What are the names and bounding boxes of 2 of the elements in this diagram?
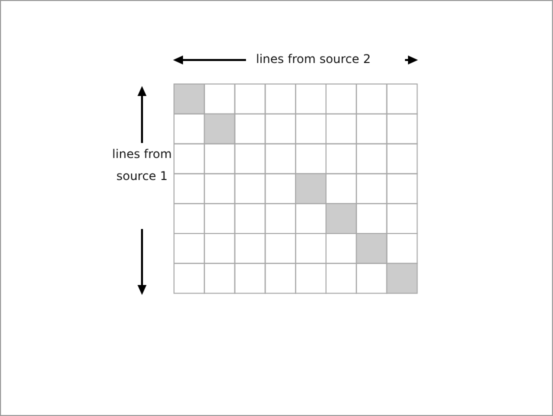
axis-label: lines from source 1	[111, 146, 173, 185]
axis-label: lines from source 2	[256, 52, 371, 66]
